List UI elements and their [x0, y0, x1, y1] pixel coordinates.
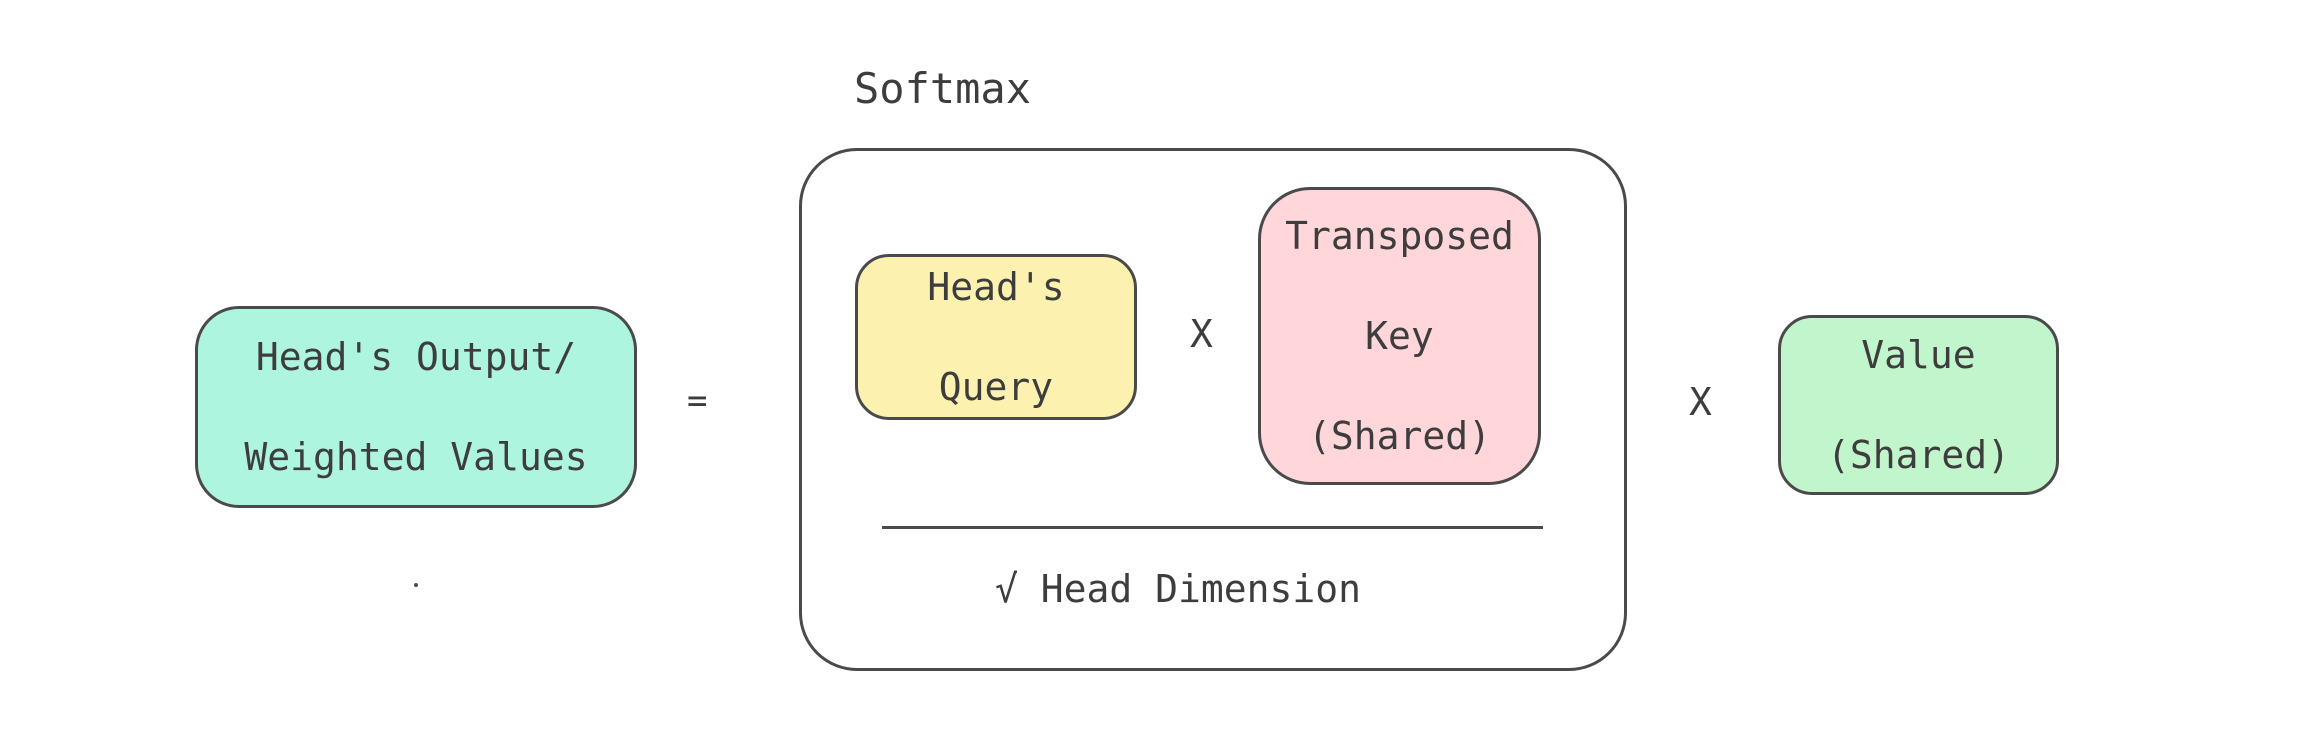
divisor-label: √ Head Dimension: [995, 567, 1362, 611]
key-text: Transposed Key (Shared): [1285, 161, 1514, 511]
query-text: Head's Query: [927, 212, 1064, 462]
softmax-label: Softmax: [854, 64, 1032, 113]
multiply-sign-inner: X: [1190, 312, 1213, 356]
key-line-1: Transposed: [1285, 214, 1514, 258]
multiply-sign-outer: X: [1689, 380, 1712, 424]
transposed-key-box: Transposed Key (Shared): [1258, 187, 1541, 485]
stray-dot: [414, 583, 418, 587]
key-line-3: (Shared): [1307, 414, 1492, 458]
value-box: Value (Shared): [1778, 315, 2059, 495]
query-line-2: Query: [938, 365, 1054, 409]
fraction-line: [882, 526, 1543, 529]
equals-sign: =: [687, 381, 708, 421]
head-output-line-2: Weighted Values: [244, 435, 588, 479]
query-line-1: Head's: [927, 265, 1065, 309]
value-text: Value (Shared): [1827, 280, 2010, 530]
value-line-1: Value: [1861, 333, 1976, 377]
head-output-text: Head's Output/ Weighted Values: [244, 282, 587, 532]
softmax-frame: [799, 148, 1627, 671]
key-line-2: Key: [1365, 314, 1434, 358]
query-box: Head's Query: [855, 254, 1137, 420]
head-output-box: Head's Output/ Weighted Values: [195, 306, 637, 508]
value-line-2: (Shared): [1826, 433, 2011, 477]
head-output-line-1: Head's Output/: [255, 335, 577, 379]
